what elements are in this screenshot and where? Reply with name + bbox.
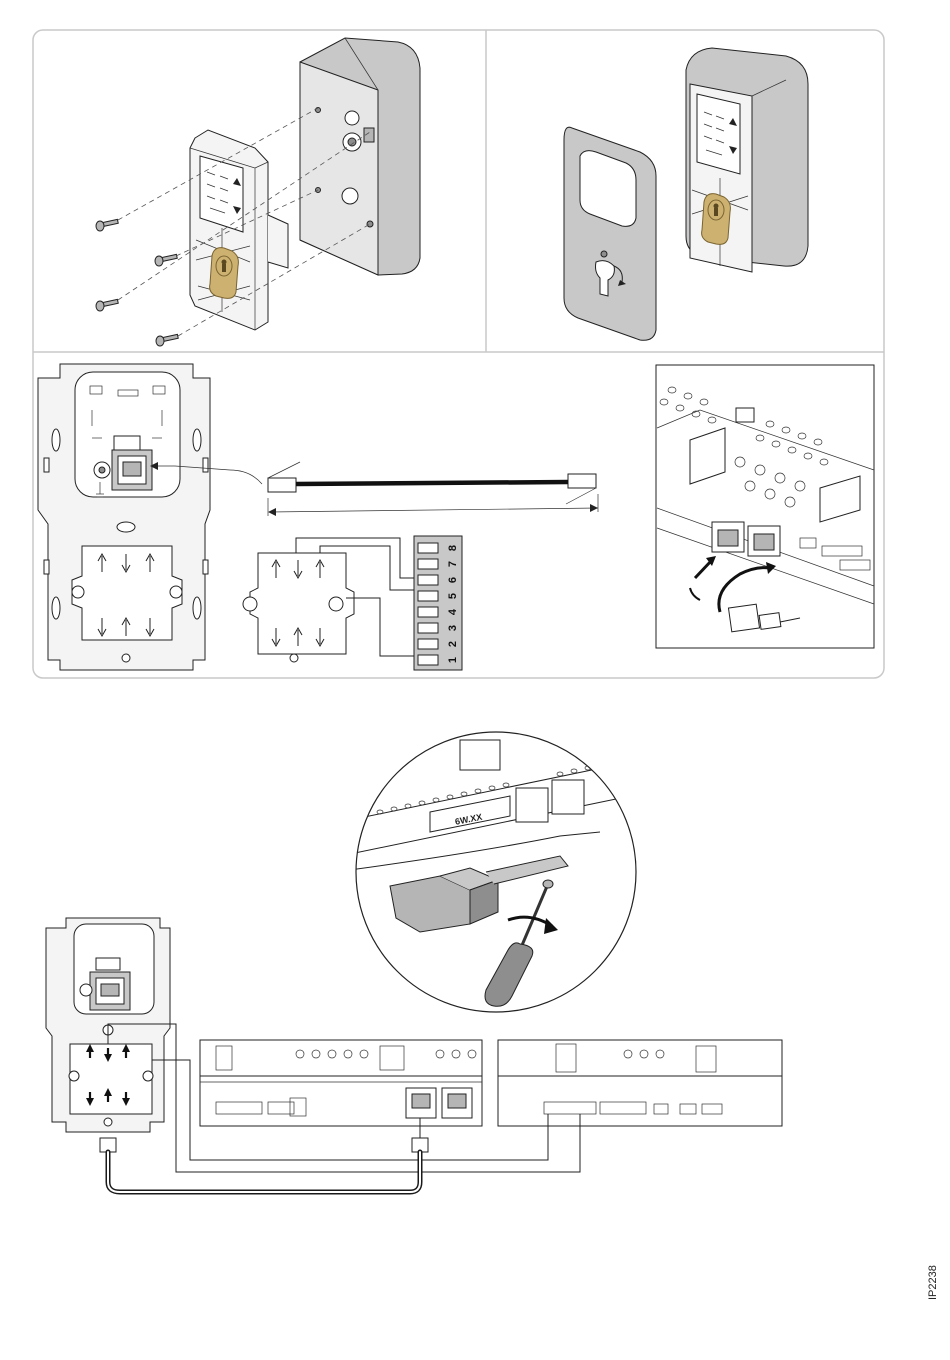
terminal-label: 6 xyxy=(447,577,459,583)
terminal-label: 2 xyxy=(447,641,459,647)
terminal-slot xyxy=(418,607,438,617)
terminal-label: 1 xyxy=(447,657,459,663)
terminal-label: 3 xyxy=(447,625,459,631)
zoom-detail-circle: 6W.XX xyxy=(350,732,640,1012)
terminal-slot xyxy=(418,575,438,585)
wall-housing xyxy=(300,38,420,275)
front-cover xyxy=(564,127,656,340)
terminal-slot xyxy=(418,639,438,649)
terminal-label: 5 xyxy=(447,593,459,599)
relay-module xyxy=(243,553,354,662)
mounting-frame xyxy=(38,364,210,670)
terminal-slot xyxy=(418,655,438,665)
terminal-slot xyxy=(418,559,438,569)
controller-board xyxy=(200,1040,482,1126)
terminal-slot xyxy=(418,623,438,633)
mounted-reader xyxy=(686,48,808,272)
terminal-label: 4 xyxy=(447,608,459,615)
terminal-block: 1 2 3 4 5 6 7 8 xyxy=(414,536,462,670)
controller-closeup xyxy=(656,365,874,648)
figure-id-label: IP2238 xyxy=(927,1265,939,1300)
terminal-slot xyxy=(418,543,438,553)
expansion-board xyxy=(498,1040,782,1126)
terminal-label: 8 xyxy=(447,545,459,551)
terminal-label: 7 xyxy=(447,561,459,567)
terminal-slot xyxy=(418,591,438,601)
